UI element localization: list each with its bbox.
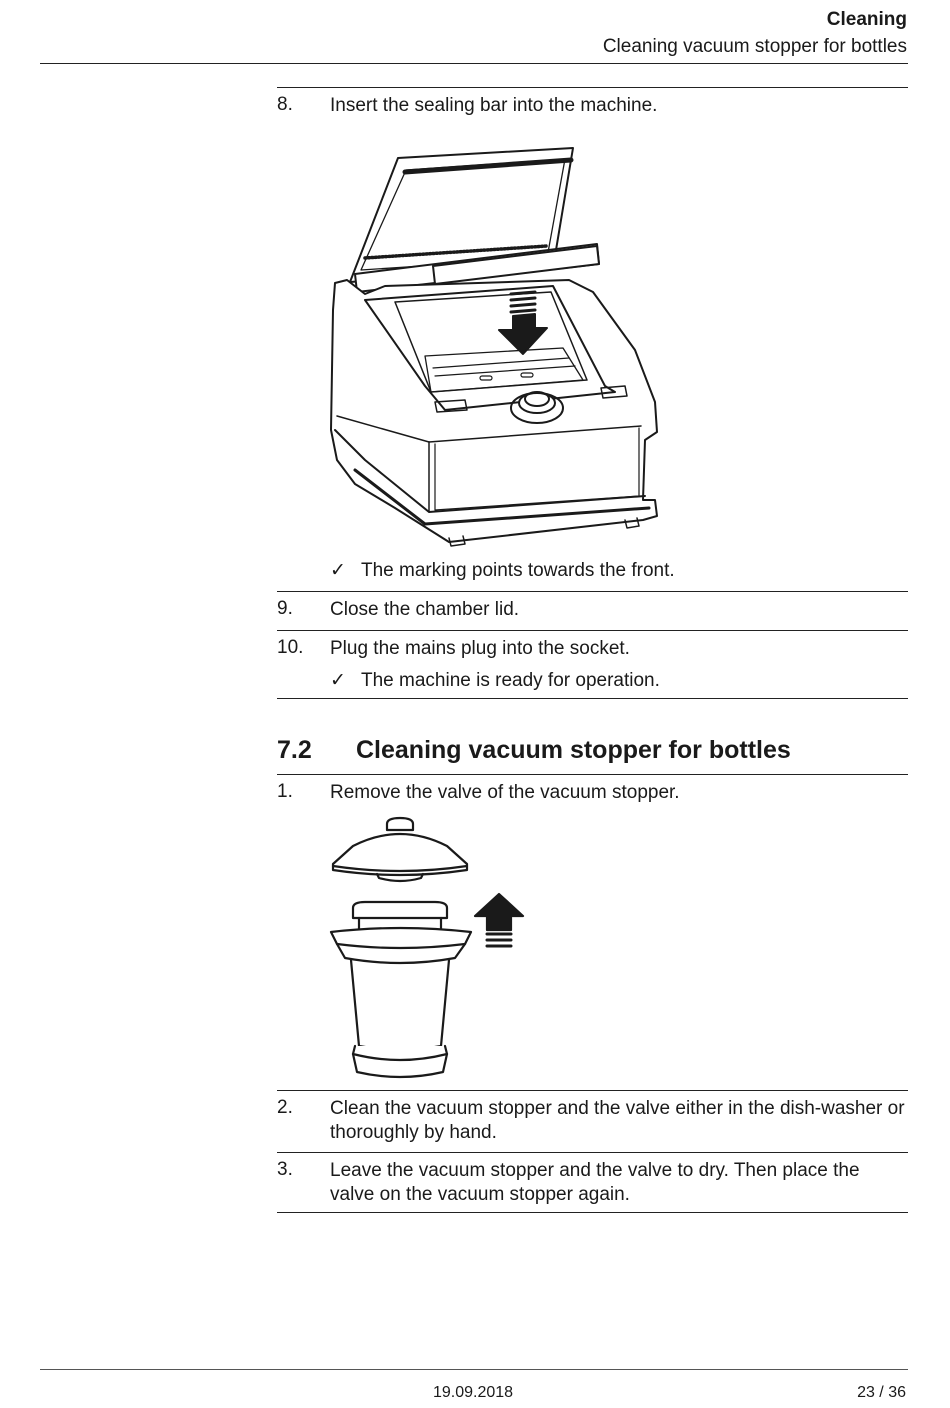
step-result: ✓ The machine is ready for operation. [330,669,660,692]
step-result-text: The marking points towards the front. [361,560,675,581]
page-number: 23 / 36 [857,1384,906,1401]
step-result: ✓ The marking points towards the front. [330,559,675,582]
step-number: 10. [277,637,304,658]
section-title: Cleaning vacuum stopper for bottles [356,736,791,764]
step-result-text: The machine is ready for operation. [361,670,660,691]
step-divider [277,698,908,699]
step-divider [277,1090,908,1091]
vacuum-stopper-illustration [325,814,530,1084]
header-subsection-title: Cleaning vacuum stopper for bottles [602,36,907,57]
step-text: Plug the mains plug into the socket. [330,638,630,659]
step-text: Clean the vacuum stopper and the valve e… [330,1098,905,1143]
footer-date: 19.09.2018 [433,1384,514,1401]
step-divider [277,630,908,631]
step-number: 2. [277,1097,293,1118]
step-text: Remove the valve of the vacuum stopper. [330,782,680,803]
step-divider [277,87,908,88]
checkmark-icon: ✓ [330,670,346,691]
section-number: 7.2 [277,736,312,764]
header-divider [40,63,908,64]
step-text: Close the chamber lid. [330,599,520,620]
step-text: Insert the sealing bar into the machine. [330,95,658,116]
vacuum-sealer-illustration [325,140,665,552]
step-number: 8. [277,94,293,115]
step-divider [277,591,908,592]
step-text: Leave the vacuum stopper and the valve t… [330,1160,860,1205]
step-number: 3. [277,1159,293,1180]
step-number: 1. [277,781,293,802]
checkmark-icon: ✓ [330,560,346,581]
step-divider [277,1152,908,1153]
section-divider [277,774,908,775]
header-section-title: Cleaning [826,9,907,30]
footer-divider [40,1369,908,1370]
step-divider [277,1212,908,1213]
step-number: 9. [277,598,293,619]
